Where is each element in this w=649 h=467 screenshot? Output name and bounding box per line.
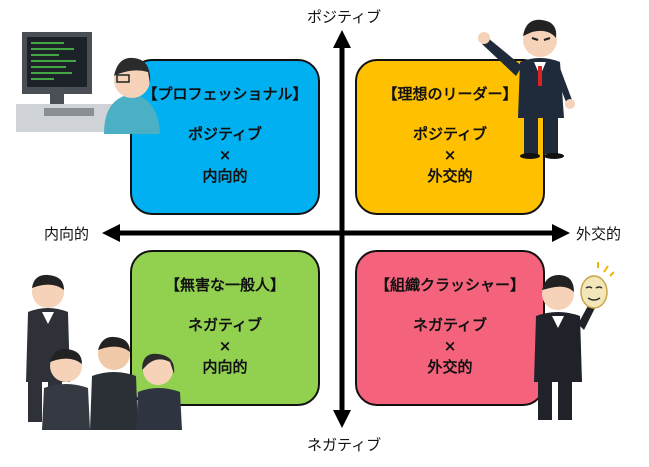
programmer-at-computer-illustration xyxy=(16,32,160,134)
axis-label-top: ポジティブ xyxy=(307,8,382,26)
quadrant-sep: × xyxy=(218,146,232,164)
axis-label-bottom: ネガティブ xyxy=(307,436,382,454)
businessman-with-mask-illustration xyxy=(534,262,614,420)
quadrant-title: 【組織クラッシャー】 xyxy=(374,276,525,294)
axis-label-left: 内向的 xyxy=(44,225,90,243)
quadrant-title: 【無害な一般人】 xyxy=(164,276,285,294)
quadrant-professional: 【プロフェッショナル】 ポジティブ × 内向的 xyxy=(130,59,320,215)
quadrant-line2: 外交的 xyxy=(427,358,473,376)
axis-label-right: 外交的 xyxy=(576,225,622,243)
quadrant-line1: ポジティブ xyxy=(187,125,263,143)
quadrant-sep: × xyxy=(218,337,232,355)
quadrant-ideal-leader: 【理想のリーダー】 ポジティブ × 外交的 xyxy=(355,59,545,215)
quadrant-line1: ネガティブ xyxy=(412,316,488,334)
quadrant-org-crusher: 【組織クラッシャー】 ネガティブ × 外交的 xyxy=(355,250,545,406)
pointing-leader-illustration xyxy=(478,19,575,159)
horizontal-axis-arrow xyxy=(102,224,570,242)
quadrant-title: 【プロフェッショナル】 xyxy=(142,85,308,103)
quadrant-line2: 内向的 xyxy=(202,358,248,376)
office-workers-group-illustration xyxy=(26,274,182,430)
quadrant-line1: ネガティブ xyxy=(187,316,263,334)
quadrant-sep: × xyxy=(443,146,457,164)
quadrant-line1: ポジティブ xyxy=(412,125,488,143)
quadrant-title: 【理想のリーダー】 xyxy=(382,85,518,103)
quadrant-line2: 外交的 xyxy=(427,167,473,185)
quadrant-line2: 内向的 xyxy=(202,167,248,185)
quadrant-sep: × xyxy=(443,337,457,355)
vertical-axis-arrow xyxy=(333,30,351,428)
